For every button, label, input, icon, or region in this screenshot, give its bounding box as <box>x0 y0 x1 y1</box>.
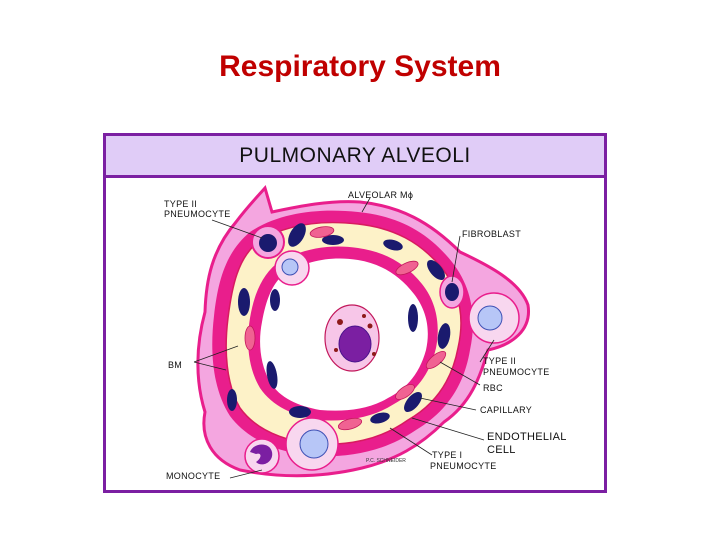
type-ii-pneumocyte-top <box>251 225 285 259</box>
label-capillary: CAPILLARY <box>480 405 532 415</box>
type-ii-pneumocyte-left <box>274 250 310 286</box>
label-alveolar-macrophage: ALVEOLAR Mϕ <box>348 190 413 200</box>
type-ii-pneumocyte-right <box>468 292 520 344</box>
figure-header: PULMONARY ALVEOLI <box>106 136 604 178</box>
fibroblast-cell <box>439 275 465 309</box>
label-endothelial-2: CELL <box>487 444 516 456</box>
label-fibroblast: FIBROBLAST <box>462 229 521 239</box>
label-bm: BM <box>168 360 182 370</box>
alveolar-macrophage <box>324 304 380 372</box>
label-endothelial-1: ENDOTHELIAL <box>487 431 567 443</box>
type-ii-pneumocyte-bottom <box>285 417 339 471</box>
label-credit: P.C. SCHNEIDER <box>366 458 406 464</box>
red-blood-cells <box>244 226 447 431</box>
label-type2-right-2: PNEUMOCYTE <box>483 367 550 377</box>
label-monocyte: MONOCYTE <box>166 471 220 481</box>
leader-lines <box>193 197 495 479</box>
label-rbc: RBC <box>483 383 503 393</box>
label-type1-1: TYPE I <box>432 450 462 460</box>
label-type2-right-1: TYPE II <box>483 356 516 366</box>
monocyte-cell <box>244 438 280 474</box>
label-type2-top-1: TYPE II <box>164 199 197 209</box>
slide-title: Respiratory System <box>219 50 501 83</box>
label-type1-2: PNEUMOCYTE <box>430 461 497 471</box>
label-type2-top-2: PNEUMOCYTE <box>164 209 231 219</box>
nuclei <box>227 223 451 424</box>
